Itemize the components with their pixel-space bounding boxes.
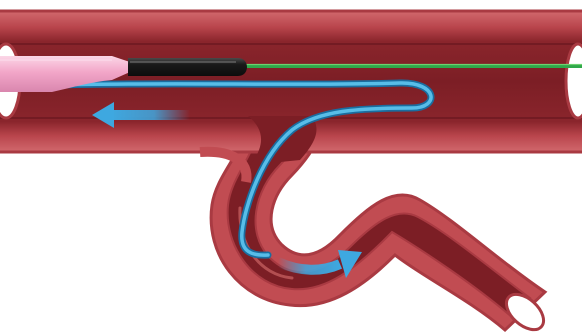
catheter-body — [128, 58, 247, 76]
black-catheter — [128, 58, 247, 76]
main-vessel-right-end — [566, 44, 582, 118]
left-arrow-shaft — [110, 110, 190, 120]
